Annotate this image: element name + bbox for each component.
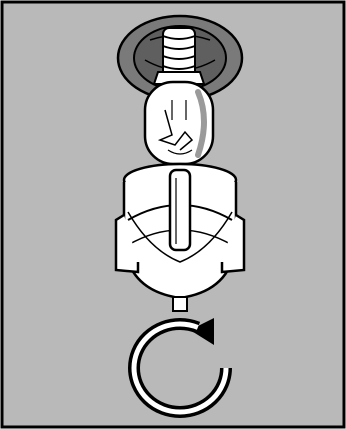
bulb-thread <box>152 27 206 85</box>
bulb-cover <box>114 162 246 312</box>
light-bulb <box>143 80 215 166</box>
rotate-counterclockwise-icon <box>128 318 232 418</box>
